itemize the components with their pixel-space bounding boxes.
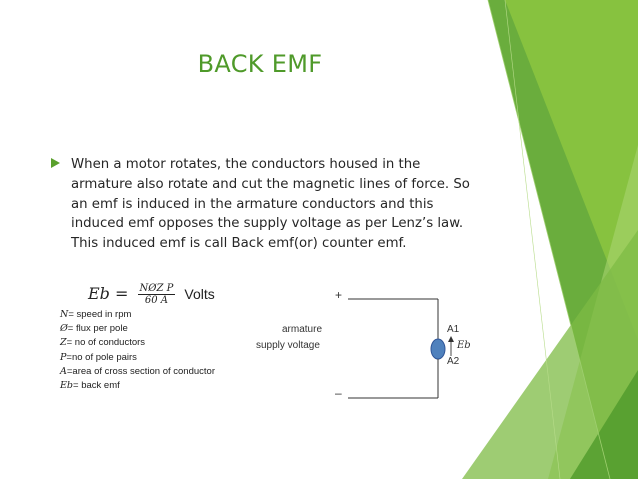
legend-symbol: P — [60, 351, 67, 363]
back-emf-formula: Eb = NØZ P 60 A Volts — [88, 283, 215, 306]
legend-item: N= speed in rpm — [60, 308, 215, 322]
bullet-arrow-icon — [51, 158, 60, 168]
minus-terminal: – — [335, 386, 342, 400]
armature-symbol — [430, 338, 446, 360]
formula-fraction: NØZ P 60 A — [137, 283, 176, 306]
green-strip-upper — [505, 0, 638, 340]
formula-numerator: NØZ P — [139, 283, 174, 294]
legend-symbol: N — [60, 309, 69, 320]
formula-denominator: 60 A — [137, 294, 176, 306]
green-line-2 — [504, 0, 561, 479]
eb-arrow-icon — [448, 336, 454, 342]
legend-symbol: Ø — [60, 323, 68, 335]
legend-item: A=area of cross section of conductor — [60, 365, 215, 379]
armature-label: armature — [282, 324, 323, 335]
legend-symbol: A — [60, 365, 67, 377]
symbol-legend: N= speed in rpm Ø= flux per pole Z= no o… — [60, 308, 215, 393]
supply-voltage-label: supply voltage — [256, 340, 320, 351]
plus-terminal: + — [335, 288, 343, 302]
legend-text: = no of conductors — [66, 337, 146, 349]
legend-text: = back emf — [73, 380, 120, 392]
legend-text: = flux per pole — [67, 323, 128, 335]
legend-text: =area of cross section of conductor — [66, 365, 215, 377]
slide-title: BACK EMF — [197, 50, 323, 78]
green-facet-corner — [570, 370, 638, 479]
a2-label: A2 — [447, 356, 460, 367]
legend-item: Eb= back emf — [60, 379, 215, 393]
green-line-1 — [487, 0, 611, 479]
legend-item: P=no of pole pairs — [60, 351, 215, 365]
eb-label: Eb — [457, 340, 471, 351]
legend-symbol: Eb — [60, 380, 74, 392]
legend-text: =no of pole pairs — [66, 351, 137, 363]
legend-text: = speed in rpm — [68, 309, 132, 320]
formula-unit: Volts — [184, 286, 215, 302]
a1-label: A1 — [447, 324, 460, 335]
formula-equals: = — [115, 284, 129, 303]
formula-lhs: Eb — [88, 284, 110, 303]
legend-item: Ø= flux per pole — [60, 322, 215, 336]
legend-symbol: Z — [60, 337, 67, 349]
legend-item: Z= no of conductors — [60, 336, 215, 350]
bullet-text: When a motor rotates, the conductors hou… — [71, 157, 470, 252]
